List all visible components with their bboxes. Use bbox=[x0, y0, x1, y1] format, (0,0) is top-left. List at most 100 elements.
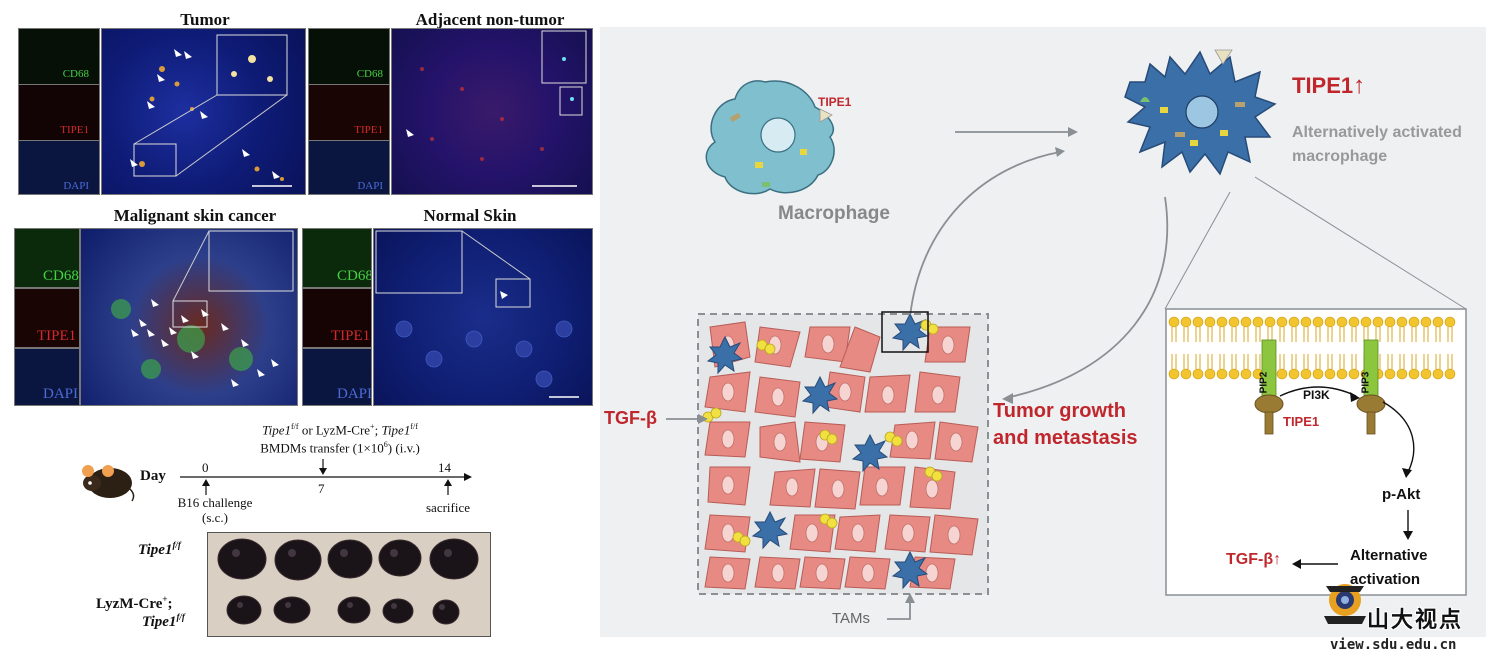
lipid-head bbox=[1180, 368, 1192, 380]
panel-title-normal: Normal Skin bbox=[423, 206, 517, 225]
normal-cd68-label: CD68 bbox=[337, 268, 372, 284]
lipid-head bbox=[1216, 368, 1228, 380]
watermark-logo-icon bbox=[1324, 584, 1366, 624]
lipid-head bbox=[1432, 316, 1444, 328]
adjacent-dapi-label: DAPI bbox=[357, 180, 383, 192]
lipid-head bbox=[1300, 368, 1312, 380]
lipid-head bbox=[1348, 368, 1360, 380]
tipe1-up-label: TIPE1↑ bbox=[1292, 72, 1366, 99]
lipid-head bbox=[1204, 316, 1216, 328]
tumor-arrows bbox=[130, 49, 280, 179]
up-arrow-icon-2: ↑ bbox=[1273, 551, 1282, 568]
row1-genotype-label: Tipe1f/f bbox=[138, 540, 181, 558]
pip2-label: PIP2 bbox=[1258, 371, 1270, 394]
day-0: 0 bbox=[202, 460, 209, 475]
adjacent-tipe1-label: TIPE1 bbox=[354, 124, 383, 136]
row2-genotype-label-2: Tipe1f/f bbox=[142, 612, 185, 630]
macrophage-label: Macrophage bbox=[778, 203, 890, 224]
tipe1-membrane-label: TIPE1 bbox=[1283, 414, 1320, 429]
alt-activation-label-1: Alternative bbox=[1350, 547, 1428, 564]
tgfb-right-label: TGF-β↑ bbox=[1226, 551, 1282, 568]
lipid-head bbox=[1192, 368, 1204, 380]
lipid-head bbox=[1276, 316, 1288, 328]
lipid-head bbox=[1228, 316, 1240, 328]
tumor-photo bbox=[207, 532, 491, 637]
tumor-cd68-label: CD68 bbox=[62, 68, 89, 80]
b16-challenge-label: B16 challenge bbox=[177, 495, 253, 510]
malignant-dapi-channel: DAPI bbox=[14, 348, 80, 406]
watermark-url: view.sdu.edu.cn bbox=[1330, 637, 1457, 653]
lipid-head bbox=[1444, 316, 1456, 328]
lipid-head bbox=[1276, 368, 1288, 380]
day-14: 14 bbox=[438, 460, 451, 475]
tams-label: TAMs bbox=[832, 610, 871, 627]
normal-tipe1-label: TIPE1 bbox=[331, 328, 371, 344]
lipid-head bbox=[1408, 316, 1420, 328]
lipid-head bbox=[1288, 368, 1300, 380]
lipid-head bbox=[1312, 316, 1324, 328]
lipid-head bbox=[1348, 316, 1360, 328]
activated-label-2: macrophage bbox=[1292, 148, 1388, 165]
lipid-head bbox=[1384, 316, 1396, 328]
tipe1-in-macrophage: TIPE1 bbox=[818, 95, 852, 109]
lipid-head bbox=[1180, 316, 1192, 328]
lipid-head bbox=[1420, 368, 1432, 380]
normal-tipe1-channel: TIPE1 bbox=[302, 288, 372, 348]
adjacent-tipe1-channel: TIPE1 bbox=[308, 84, 390, 141]
timeline-header: Tipe1f/f or LyzM-Cre+; Tipe1f/f bbox=[262, 422, 418, 438]
lipid-head bbox=[1324, 316, 1336, 328]
malignant-cd68-label: CD68 bbox=[43, 268, 79, 284]
sc-label: (s.c.) bbox=[202, 510, 228, 525]
panel-title-malignant: Malignant skin cancer bbox=[113, 206, 277, 225]
malignant-dapi-label: DAPI bbox=[43, 386, 79, 402]
lipid-head bbox=[1408, 368, 1420, 380]
lipid-head bbox=[1396, 368, 1408, 380]
malignant-cd68-channel: CD68 bbox=[14, 228, 80, 288]
normal-merge-image bbox=[373, 228, 593, 406]
tumor-dapi-channel: DAPI bbox=[18, 140, 100, 195]
lipid-head bbox=[1216, 316, 1228, 328]
lipid-head bbox=[1372, 316, 1384, 328]
lipid-head bbox=[1360, 316, 1372, 328]
lipid-head bbox=[1324, 368, 1336, 380]
normal-dapi-channel: DAPI bbox=[302, 348, 372, 406]
malignant-tipe1-label: TIPE1 bbox=[37, 328, 77, 344]
day-7: 7 bbox=[318, 481, 325, 496]
activated-macrophage bbox=[1124, 49, 1277, 176]
lipid-head bbox=[1192, 316, 1204, 328]
malignant-merge-image bbox=[80, 228, 298, 406]
tumor-tipe1-label: TIPE1 bbox=[60, 124, 89, 136]
tumor-growth-label-2: and metastasis bbox=[993, 427, 1138, 449]
watermark-cn: 山大视点 bbox=[1367, 607, 1464, 632]
mouse-icon bbox=[82, 465, 135, 502]
panel-title-tumor: Tumor bbox=[180, 10, 230, 29]
lipid-head bbox=[1432, 368, 1444, 380]
resting-macrophage bbox=[705, 80, 835, 195]
tam-cells bbox=[706, 312, 929, 590]
lipid-head bbox=[1312, 368, 1324, 380]
lipid-head bbox=[1384, 368, 1396, 380]
adjacent-cd68-label: CD68 bbox=[356, 68, 383, 80]
tumor-dapi-label: DAPI bbox=[63, 180, 89, 192]
up-arrow-icon: ↑ bbox=[1353, 72, 1366, 99]
lipid-head bbox=[1240, 368, 1252, 380]
membrane-lipids bbox=[1168, 316, 1456, 569]
lipid-head bbox=[1204, 368, 1216, 380]
lipid-head bbox=[1168, 368, 1180, 380]
sacrifice-label: sacrifice bbox=[425, 500, 471, 515]
adjacent-cd68-channel: CD68 bbox=[308, 28, 390, 85]
day-label: Day bbox=[140, 468, 166, 484]
lipid-head bbox=[1396, 316, 1408, 328]
activated-label-1: Alternatively activated bbox=[1292, 124, 1462, 141]
panel-title-adjacent: Adjacent non-tumor bbox=[415, 10, 565, 29]
adjacent-dapi-channel: DAPI bbox=[308, 140, 390, 195]
timeline-axis bbox=[180, 459, 472, 495]
pi3k-label: PI3K bbox=[1303, 388, 1330, 402]
pip3-label: PIP3 bbox=[1360, 371, 1372, 394]
row2-genotype-label-1: LyzM-Cre+; bbox=[96, 594, 173, 612]
adjacent-merge-image bbox=[391, 28, 593, 195]
lipid-head bbox=[1288, 316, 1300, 328]
lipid-head bbox=[1336, 316, 1348, 328]
timeline-header-2: BMDMs transfer (1×106) (i.v.) bbox=[260, 440, 420, 456]
alt-activation-label-2: activation bbox=[1350, 571, 1421, 588]
